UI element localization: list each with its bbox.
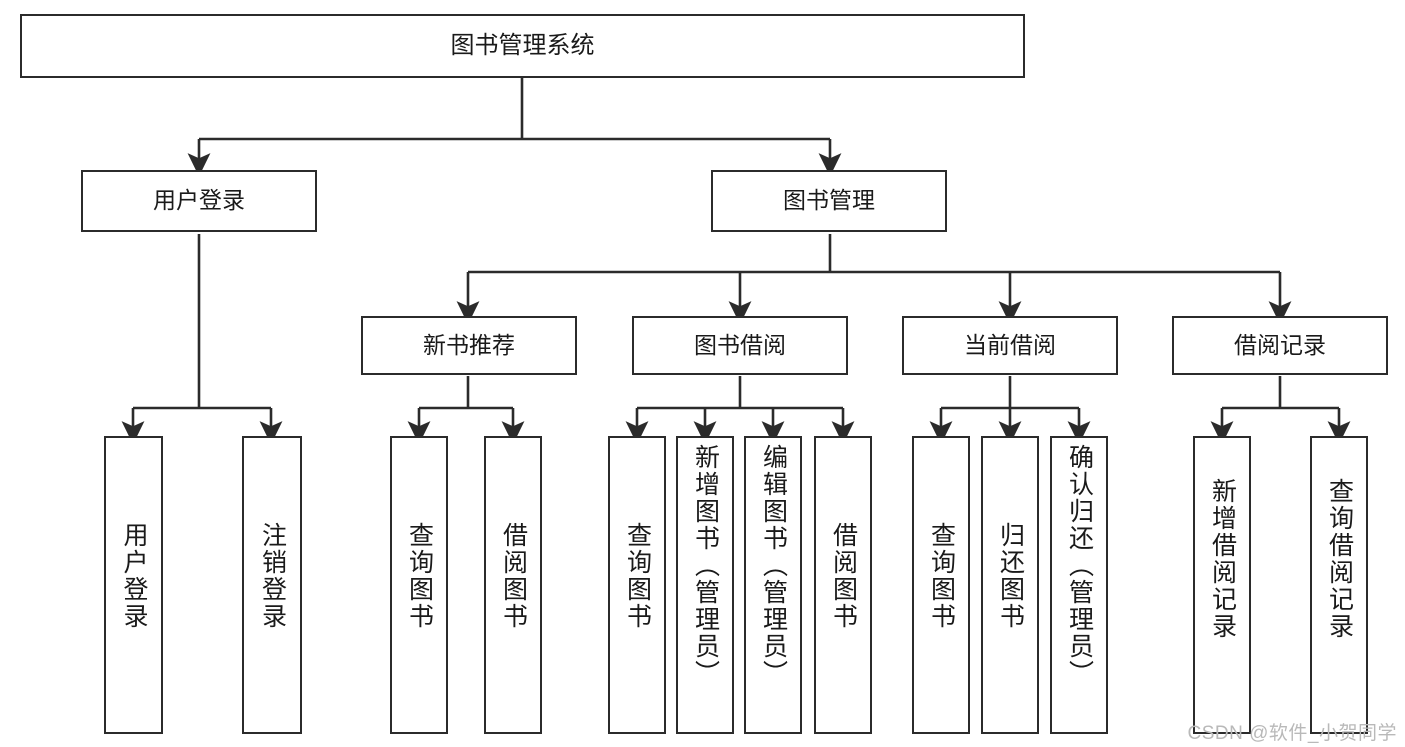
node-label: 图书借阅 <box>694 331 786 358</box>
node-label: 借阅图书 <box>829 522 858 630</box>
node-leaf-query-book-borrow[interactable]: 查询图书 <box>608 436 666 734</box>
node-label: 归还图书 <box>996 522 1025 630</box>
node-leaf-edit-book-admin[interactable]: 编辑图书（管理员） <box>744 436 802 734</box>
node-leaf-query-book-current[interactable]: 查询图书 <box>912 436 970 734</box>
node-current-borrow[interactable]: 当前借阅 <box>902 316 1118 375</box>
node-borrow-record[interactable]: 借阅记录 <box>1172 316 1388 375</box>
node-label: 用户登录 <box>153 187 245 214</box>
node-leaf-user-login[interactable]: 用户登录 <box>104 436 163 734</box>
node-label: 借阅图书 <box>499 522 528 630</box>
node-leaf-borrow-book[interactable]: 借阅图书 <box>814 436 872 734</box>
node-leaf-borrow-book-recommend[interactable]: 借阅图书 <box>484 436 542 734</box>
node-label: 查询图书 <box>405 522 434 630</box>
node-leaf-query-borrow-record[interactable]: 查询借阅记录 <box>1310 436 1368 734</box>
node-label: 确认归还（管理员） <box>1065 444 1094 687</box>
csdn-watermark: CSDN @软件_小贺同学 <box>1187 723 1397 744</box>
node-leaf-add-borrow-record[interactable]: 新增借阅记录 <box>1193 436 1251 734</box>
node-leaf-return-book[interactable]: 归还图书 <box>981 436 1039 734</box>
node-label: 查询借阅记录 <box>1325 478 1354 640</box>
node-new-book-recommend[interactable]: 新书推荐 <box>361 316 577 375</box>
node-book-management[interactable]: 图书管理 <box>711 170 947 232</box>
node-label: 图书管理系统 <box>450 31 595 59</box>
node-label: 查询图书 <box>623 522 652 630</box>
node-root-book-management-system[interactable]: 图书管理系统 <box>20 14 1025 78</box>
node-label: 当前借阅 <box>964 331 1056 358</box>
node-label: 新增图书（管理员） <box>691 444 720 687</box>
node-leaf-confirm-return-admin[interactable]: 确认归还（管理员） <box>1050 436 1108 734</box>
node-user-login[interactable]: 用户登录 <box>81 170 317 232</box>
node-label: 新增借阅记录 <box>1208 478 1237 640</box>
node-label: 图书管理 <box>783 187 875 214</box>
node-leaf-logout-login[interactable]: 注销登录 <box>242 436 302 734</box>
node-label: 借阅记录 <box>1234 331 1326 358</box>
node-label: 查询图书 <box>927 522 956 630</box>
node-leaf-query-book-recommend[interactable]: 查询图书 <box>390 436 448 734</box>
node-label: 用户登录 <box>120 522 148 630</box>
node-leaf-add-book-admin[interactable]: 新增图书（管理员） <box>676 436 734 734</box>
node-label: 新书推荐 <box>423 331 515 358</box>
node-label: 编辑图书（管理员） <box>759 444 788 687</box>
node-label: 注销登录 <box>258 522 287 630</box>
node-book-borrow[interactable]: 图书借阅 <box>632 316 848 375</box>
